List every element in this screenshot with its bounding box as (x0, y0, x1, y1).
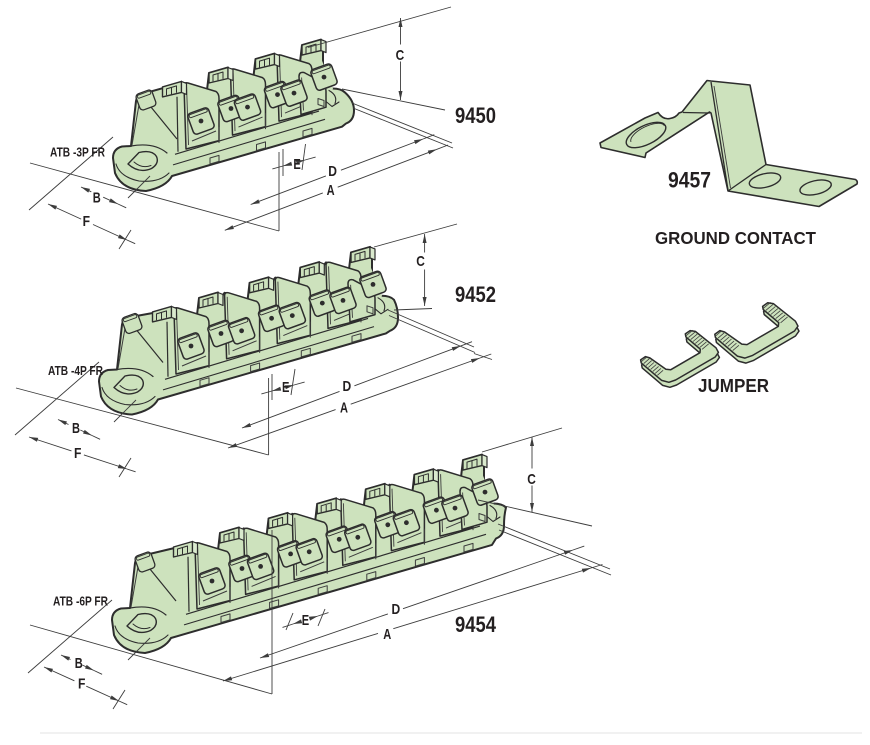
svg-text:E: E (282, 379, 289, 396)
svg-text:ATB -4P FR: ATB -4P FR (48, 364, 103, 378)
svg-text:9457: 9457 (668, 168, 711, 193)
svg-text:F: F (78, 676, 85, 693)
svg-text:B: B (93, 190, 101, 207)
svg-text:D: D (343, 378, 352, 395)
svg-text:F: F (74, 445, 81, 462)
svg-text:D: D (392, 601, 401, 618)
svg-text:JUMPER: JUMPER (698, 375, 769, 396)
svg-text:A: A (327, 182, 335, 199)
svg-text:D: D (328, 163, 337, 180)
svg-text:A: A (383, 626, 391, 643)
svg-text:9450: 9450 (455, 103, 496, 128)
svg-text:ATB -6P FR: ATB -6P FR (53, 595, 108, 609)
svg-text:ATB -3P FR: ATB -3P FR (50, 146, 105, 160)
svg-text:F: F (83, 213, 90, 230)
svg-text:B: B (72, 420, 80, 437)
svg-text:C: C (416, 253, 425, 270)
svg-text:A: A (340, 400, 348, 417)
svg-text:C: C (527, 471, 536, 488)
svg-text:GROUND CONTACT: GROUND CONTACT (655, 228, 816, 248)
svg-text:E: E (302, 612, 309, 629)
svg-text:E: E (293, 156, 300, 173)
svg-text:9452: 9452 (455, 282, 496, 307)
svg-text:B: B (75, 655, 83, 672)
svg-text:C: C (396, 47, 405, 64)
svg-text:9454: 9454 (455, 612, 496, 637)
